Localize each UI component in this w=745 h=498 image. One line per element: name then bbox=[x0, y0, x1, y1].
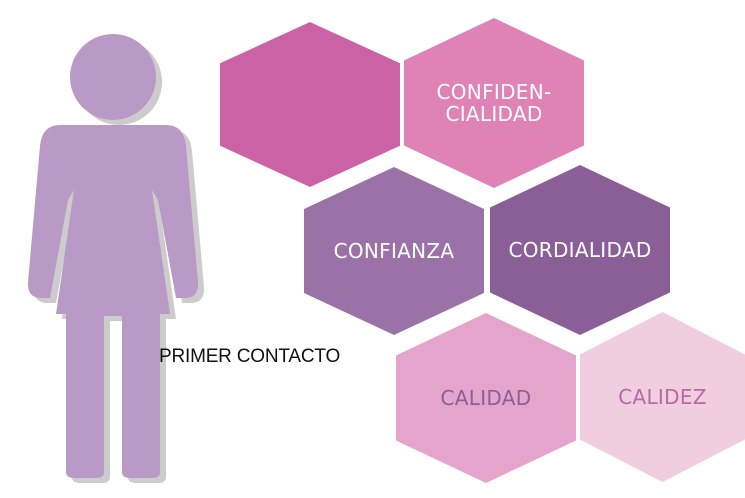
hex-blank bbox=[220, 22, 400, 187]
hex-confianza: CONFIANZA bbox=[304, 167, 484, 335]
hex-calidad-label: CALIDAD bbox=[440, 386, 532, 410]
hex-calidez: CALIDEZ bbox=[580, 312, 745, 482]
hex-confianza-label: CONFIANZA bbox=[333, 239, 455, 263]
caption-primer-contacto: PRIMER CONTACTO bbox=[159, 346, 341, 367]
hex-cordialidad-label: CORDIALIDAD bbox=[508, 238, 652, 262]
hex-confidencialidad-label: CONFIDEN- CIALIDAD bbox=[436, 80, 552, 126]
hex-calidez-label: CALIDEZ bbox=[618, 385, 707, 409]
hex-calidad: CALIDAD bbox=[396, 313, 576, 483]
